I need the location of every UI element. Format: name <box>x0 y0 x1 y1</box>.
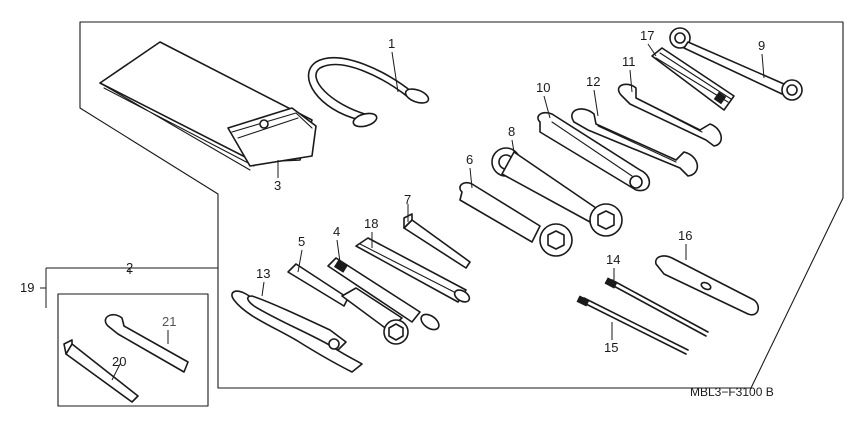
callout-7: 7 <box>404 192 411 207</box>
spark-plug-wrench <box>287 263 409 345</box>
callout-3: 3 <box>274 178 281 193</box>
callout-12: 12 <box>586 74 600 89</box>
flat-spanner <box>537 111 651 192</box>
tool-bag <box>99 41 317 171</box>
tool-strap <box>307 57 430 128</box>
callout-20: 20 <box>112 354 126 369</box>
box-wrench <box>459 181 573 257</box>
socket-wrench-4 <box>327 257 440 331</box>
callout-21: 21 <box>162 314 176 329</box>
leader-lines <box>111 43 765 381</box>
callout-15: 15 <box>604 340 618 355</box>
callout-16: 16 <box>678 228 692 243</box>
group-bracket <box>40 267 218 308</box>
screwdriver-14 <box>604 277 709 337</box>
callout-2: 2 <box>126 260 133 275</box>
open-end-wrench-12 <box>571 108 699 177</box>
callout-labels: 1 2 3 4 5 6 7 8 9 10 11 12 13 14 15 16 1… <box>20 28 765 369</box>
ring-wrench <box>491 147 623 237</box>
callout-17: 17 <box>640 28 654 43</box>
diagram-boundary <box>79 21 844 389</box>
pliers <box>231 290 363 373</box>
sub-kit-box <box>57 293 209 407</box>
reference-code: MBL3−F3100 B <box>690 385 774 399</box>
callout-5: 5 <box>298 234 305 249</box>
offset-ring-wrench <box>669 27 803 101</box>
callout-18: 18 <box>364 216 378 231</box>
callout-1: 1 <box>388 36 395 51</box>
screwdriver-15 <box>576 295 689 355</box>
open-end-wrench-11 <box>617 83 722 147</box>
callout-8: 8 <box>508 124 515 139</box>
callout-19: 19 <box>20 280 34 295</box>
hex-key-7 <box>403 213 471 269</box>
callout-11: 11 <box>622 54 636 69</box>
callout-14: 14 <box>606 252 620 267</box>
callout-10: 10 <box>536 80 550 95</box>
callout-6: 6 <box>466 152 473 167</box>
hex-key-20 <box>63 339 139 403</box>
screwdriver-handle <box>651 47 735 111</box>
callout-4: 4 <box>333 224 340 239</box>
callout-13: 13 <box>256 266 270 281</box>
callout-9: 9 <box>758 38 765 53</box>
small-wrench-21 <box>104 313 189 373</box>
tube-bar <box>355 237 471 303</box>
plate-tool <box>654 255 760 316</box>
